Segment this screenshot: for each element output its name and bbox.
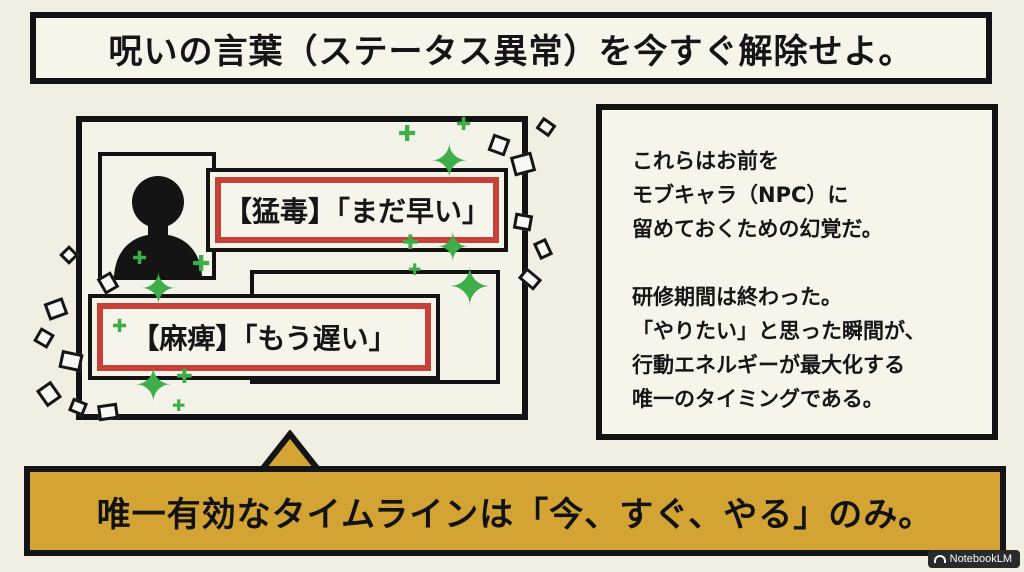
- shard: [35, 380, 63, 408]
- paragraph-line: 留めておくための幻覚だ。: [632, 217, 883, 241]
- shard: [535, 116, 557, 138]
- paragraph-2: 研修期間は終わった。 「やりたい」と思った瞬間が、 行動エネルギーが最大化する …: [632, 280, 926, 416]
- paragraph-line: モブキャラ（NPC）に: [632, 183, 849, 207]
- sparkle-icon: ✚: [176, 364, 193, 388]
- sparkle-icon: ✦: [140, 264, 177, 315]
- sparkle-icon: ✦: [430, 134, 469, 188]
- notebooklm-logo-icon: [933, 555, 946, 563]
- sparkle-icon: ✚: [398, 122, 417, 147]
- status-tag-paralysis-text: 【麻痺】「もう遅い」: [131, 322, 397, 355]
- status-tag-paralysis: 【麻痺】「もう遅い」: [88, 294, 440, 380]
- paragraph-1: これらはお前を モブキャラ（NPC）に 留めておくための幻覚だ。: [632, 144, 883, 246]
- paragraph-line: 研修期間は終わった。: [632, 285, 842, 309]
- title-box: 呪いの言葉（ステータス異常）を今すぐ解除せよ。: [30, 12, 992, 84]
- sparkle-icon: ✚: [132, 248, 148, 269]
- sparkle-icon: ✦: [436, 225, 470, 271]
- silhouette-avatar-icon: [114, 176, 202, 276]
- paragraph-line: 「やりたい」と思った瞬間が、: [632, 319, 926, 343]
- conclusion-banner: 唯一有効なタイムラインは「今、すぐ、やる」のみ。: [24, 466, 1006, 556]
- sparkle-icon: ✚: [112, 316, 128, 337]
- shard: [509, 151, 537, 177]
- brand-badge: NotebookLM: [927, 550, 1020, 568]
- shard: [33, 327, 55, 349]
- shard: [96, 402, 120, 422]
- status-tag-poison: 【猛毒】「まだ早い」: [206, 168, 508, 252]
- avatar-card: [98, 152, 216, 280]
- page-title: 呪いの言葉（ステータス異常）を今すぐ解除せよ。: [108, 31, 914, 72]
- shard: [43, 297, 69, 321]
- shard: [512, 212, 534, 232]
- sparkle-icon: ✚: [456, 114, 472, 135]
- explanation-panel: これらはお前を モブキャラ（NPC）に 留めておくための幻覚だ。 研修期間は終わ…: [596, 104, 998, 440]
- paragraph-line: これらはお前を: [632, 149, 779, 173]
- sparkle-icon: ✚: [172, 396, 186, 415]
- sparkle-icon: ✚: [408, 260, 422, 279]
- status-tag-poison-text: 【猛毒】「まだ早い」: [223, 195, 490, 228]
- shard: [58, 349, 84, 373]
- paragraph-line: 唯一のタイミングである。: [632, 387, 884, 411]
- sparkle-icon: ✦: [134, 358, 173, 412]
- sparkle-icon: ✚: [192, 252, 211, 277]
- sparkle-icon: ✦: [448, 258, 492, 318]
- banner-text: 唯一有効なタイムラインは「今、すぐ、やる」のみ。: [96, 494, 934, 535]
- shard: [532, 237, 554, 261]
- paragraph-line: 行動エネルギーが最大化する: [632, 353, 905, 377]
- brand-label: NotebookLM: [949, 553, 1012, 565]
- sparkle-icon: ✚: [402, 230, 419, 254]
